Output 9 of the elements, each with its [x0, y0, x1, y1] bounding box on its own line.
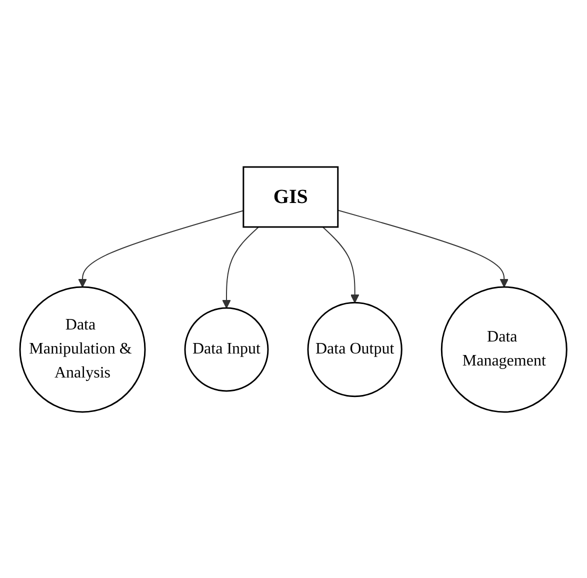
node-circle: Data Output [307, 301, 403, 397]
arrow [322, 226, 360, 303]
node-circle: Data Management [441, 286, 568, 412]
node-circle: Data Manipulation & Analysis [19, 286, 146, 412]
node-circle: Data Input [184, 306, 269, 392]
arrow [338, 209, 509, 287]
node-box: GIS [242, 166, 339, 228]
arrow [78, 210, 244, 287]
arrow [222, 226, 260, 308]
